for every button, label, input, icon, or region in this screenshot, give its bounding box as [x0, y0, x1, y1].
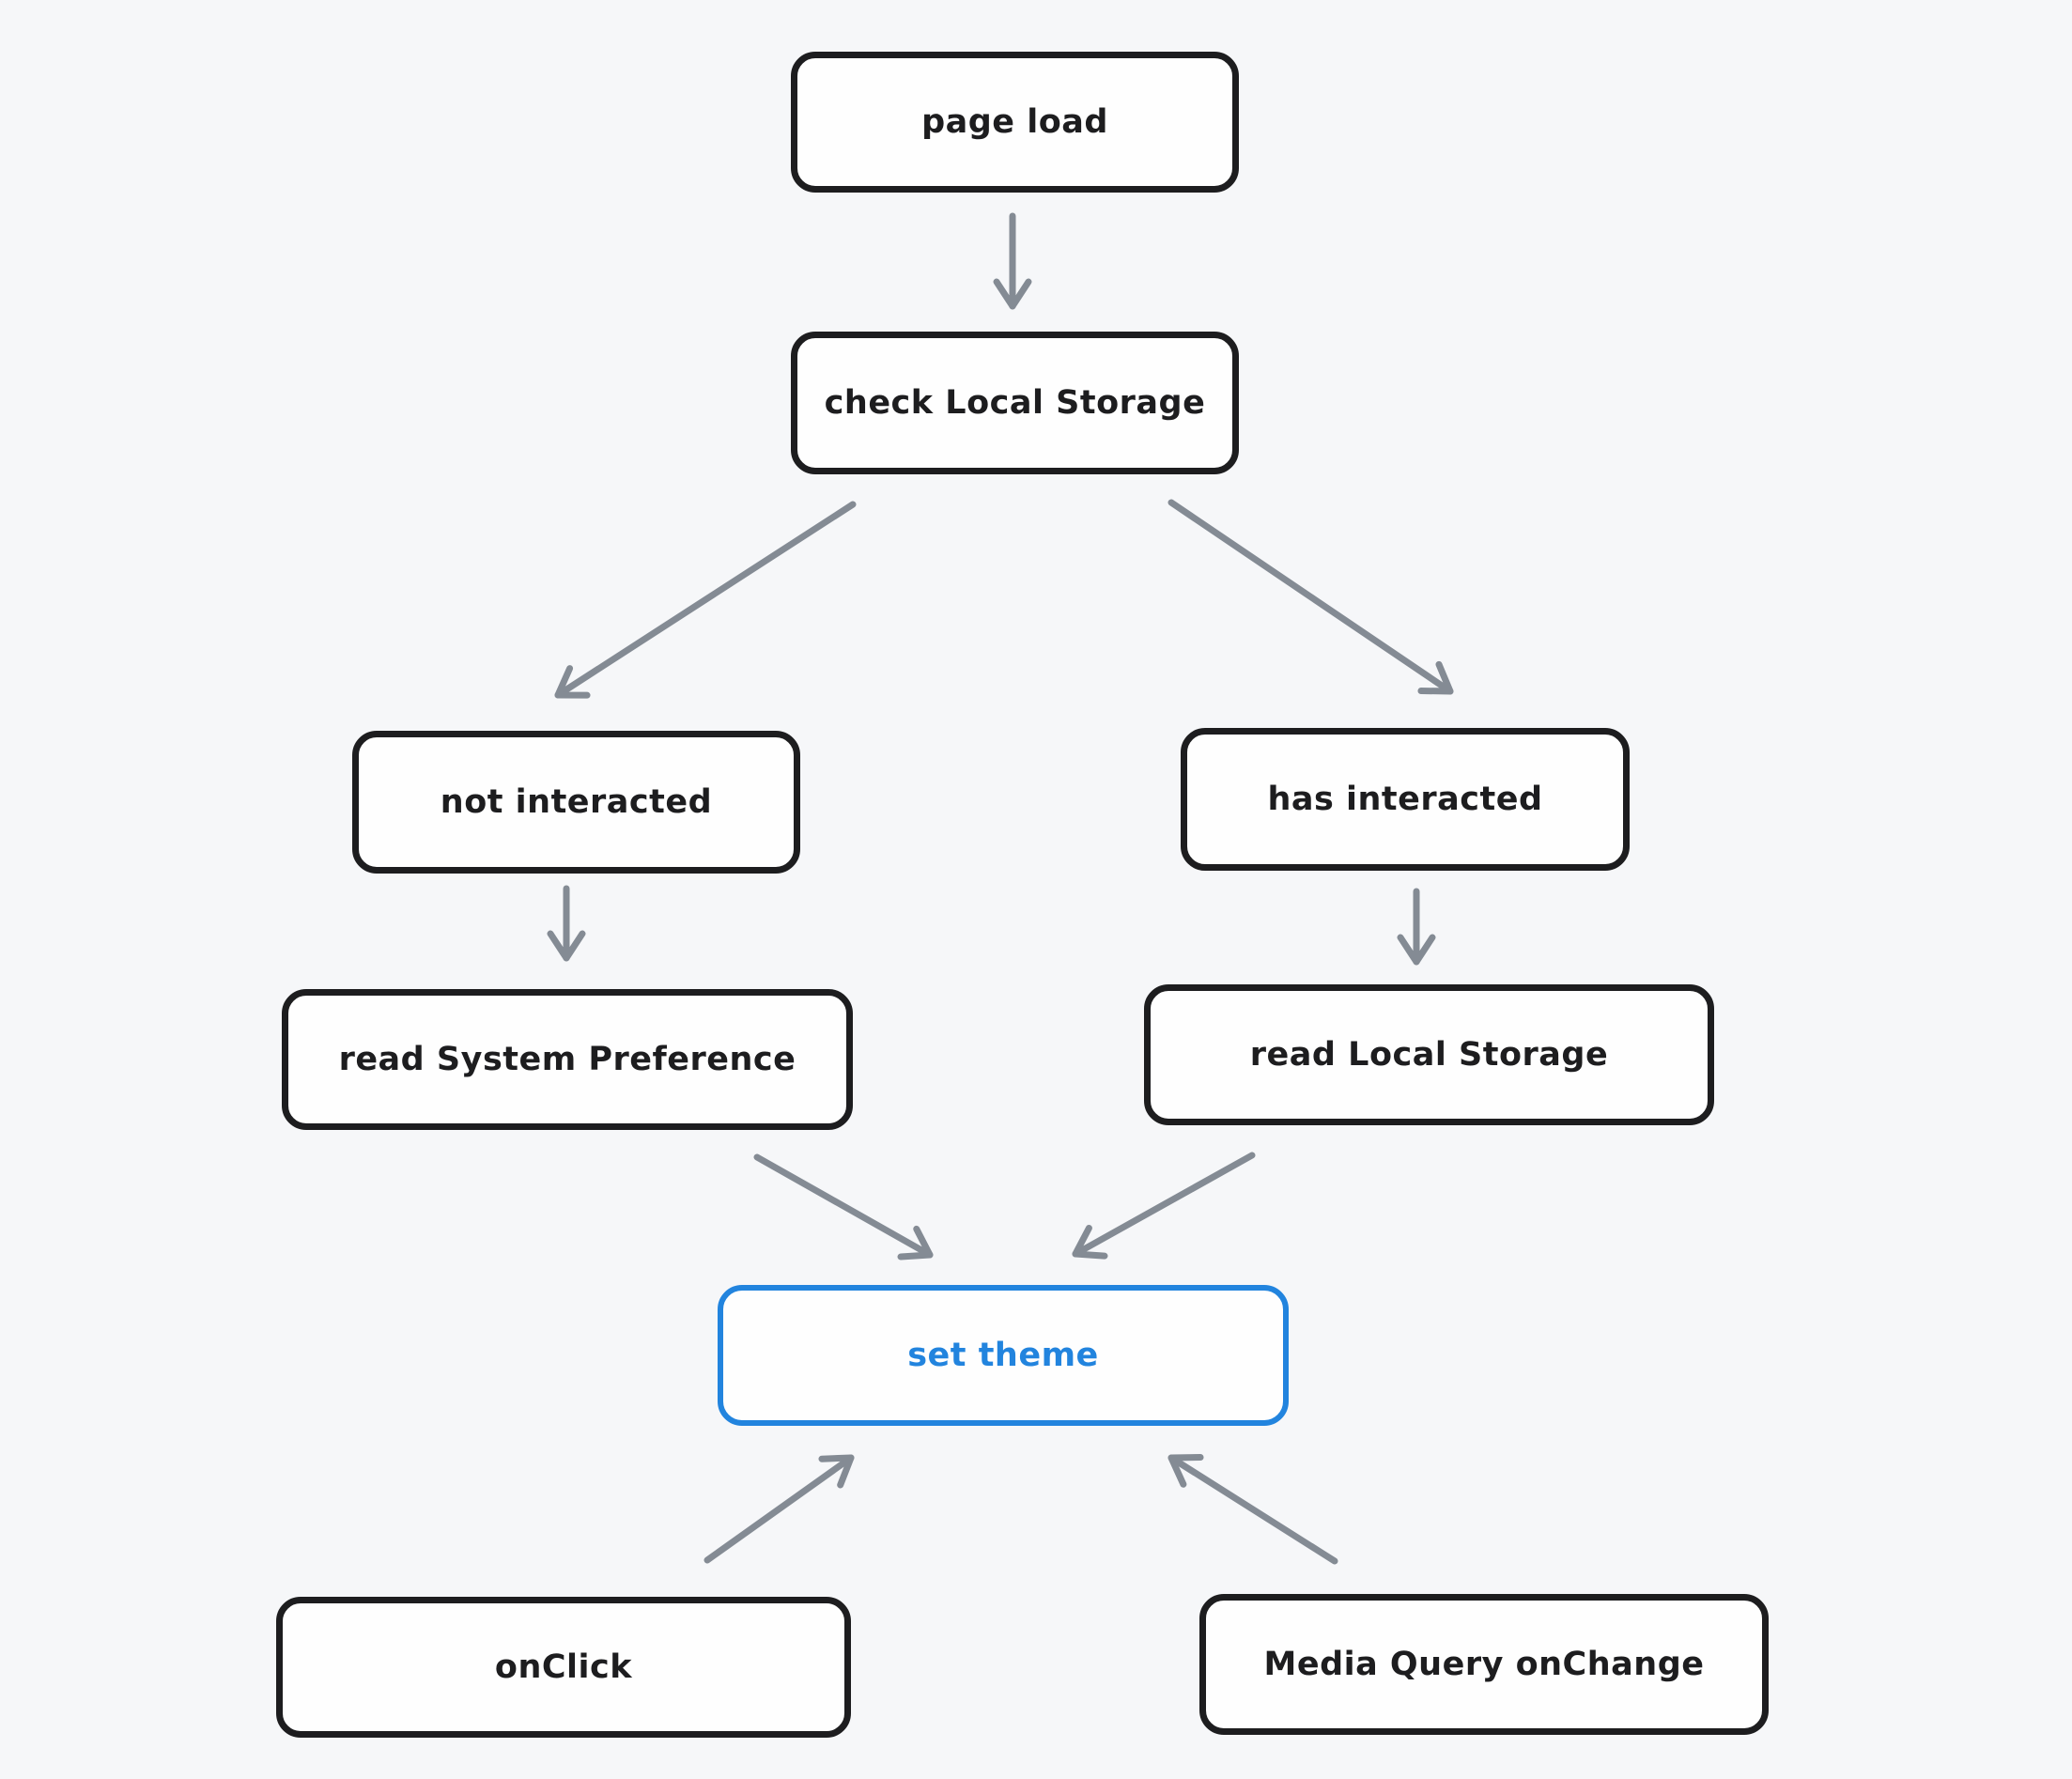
- node-media-query-onchange[interactable]: Media Query onChange: [1199, 1594, 1769, 1735]
- node-label: not interacted: [440, 783, 713, 821]
- node-set-theme[interactable]: set theme: [718, 1285, 1289, 1426]
- arrow-read-system-preference-to-set-theme[interactable]: [753, 1153, 934, 1261]
- arrow-media-query-onchange-to-set-theme[interactable]: [1167, 1454, 1338, 1565]
- node-label: Media Query onChange: [1263, 1646, 1705, 1683]
- arrow-check-local-storage-to-not-interacted[interactable]: [554, 501, 857, 699]
- node-read-local-storage[interactable]: read Local Storage: [1144, 984, 1714, 1125]
- node-label: onClick: [494, 1648, 633, 1686]
- node-label: read System Preference: [338, 1041, 796, 1078]
- arrow-check-local-storage-to-has-interacted[interactable]: [1167, 499, 1454, 695]
- node-read-system-preference[interactable]: read System Preference: [282, 989, 853, 1130]
- node-label: read Local Storage: [1249, 1036, 1609, 1074]
- node-not-interacted[interactable]: not interacted: [352, 731, 800, 874]
- arrow-onclick-to-set-theme[interactable]: [704, 1454, 855, 1564]
- node-label: page load: [921, 103, 1108, 141]
- node-label: check Local Storage: [824, 384, 1206, 422]
- node-check-local-storage[interactable]: check Local Storage: [791, 332, 1239, 474]
- node-has-interacted[interactable]: has interacted: [1181, 728, 1630, 871]
- arrow-read-local-storage-to-set-theme[interactable]: [1072, 1152, 1256, 1260]
- node-page-load[interactable]: page load: [791, 52, 1239, 193]
- node-onclick[interactable]: onClick: [276, 1597, 851, 1738]
- node-label: set theme: [907, 1337, 1099, 1374]
- node-label: has interacted: [1267, 781, 1543, 818]
